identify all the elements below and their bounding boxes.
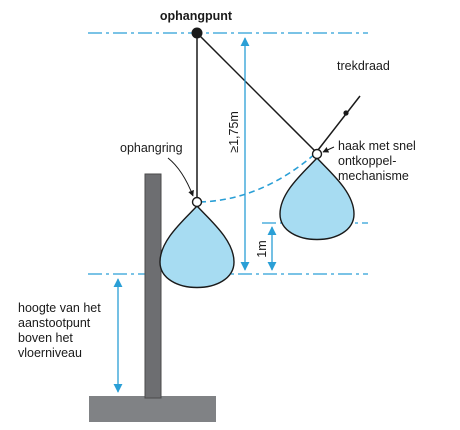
ophangring-leader — [167, 157, 194, 197]
floor-height-label-line-4: vloerniveau — [18, 346, 82, 360]
swung-bag — [279, 156, 355, 241]
floor-height-label-line-2: aanstootpunt — [18, 316, 91, 330]
height-dimension-label: ≥1,75m — [227, 111, 241, 153]
hook-label-line-3: mechanisme — [338, 169, 409, 183]
wall-post — [144, 173, 162, 399]
floor-height-label-line-3: boven het — [18, 331, 73, 345]
floor-height-label: hoogte van het aanstootpunt boven het vl… — [18, 301, 101, 360]
hook-label-line-1: haak met snel — [338, 139, 416, 153]
hook-leader — [322, 146, 335, 153]
pull-wire — [317, 95, 361, 151]
trekdraad-label: trekdraad — [337, 59, 390, 73]
ophangpunt-label: ophangpunt — [160, 9, 233, 23]
swung-rope — [196, 32, 316, 152]
drop-dimension-label: 1m — [255, 240, 269, 257]
hook-label-line-2: ontkoppel- — [338, 154, 396, 168]
pull-wire-end — [343, 110, 349, 116]
hanging-bag — [159, 204, 235, 289]
swing-arc — [199, 152, 317, 203]
hook-label: haak met snel ontkoppel- mechanisme — [338, 139, 416, 183]
release-hook — [311, 148, 323, 160]
floor-base — [89, 396, 216, 422]
floor-height-label-line-1: hoogte van het — [18, 301, 101, 315]
ophangring-label: ophangring — [120, 141, 183, 155]
suspension-ring — [191, 196, 203, 208]
suspension-point — [191, 27, 203, 39]
